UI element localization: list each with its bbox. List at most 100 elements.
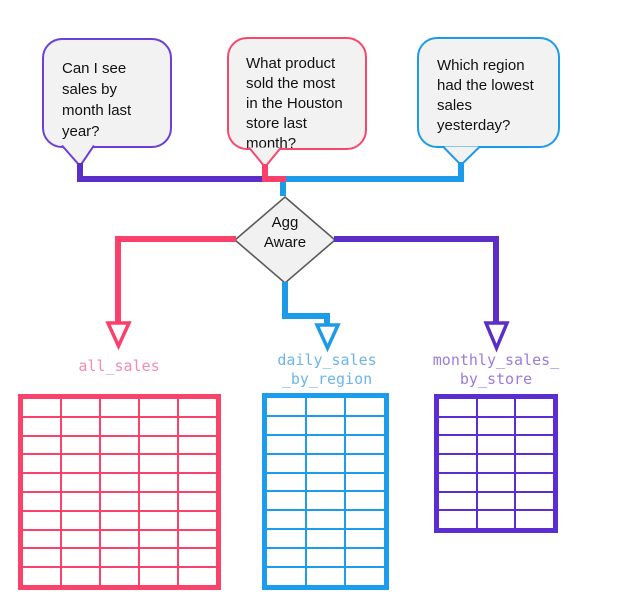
table-cell xyxy=(178,510,217,530)
table-cell xyxy=(305,491,346,511)
table-cell xyxy=(305,529,346,549)
table-cell xyxy=(305,567,346,586)
table-cell xyxy=(139,529,178,549)
table-label-monthly-sales-by-store: monthly_sales_ by_store xyxy=(432,351,560,388)
table-cell xyxy=(476,454,516,473)
table-cell xyxy=(61,548,100,568)
table-cell xyxy=(61,435,100,455)
table-cell xyxy=(345,434,385,454)
table-cell xyxy=(139,548,178,568)
table-cell xyxy=(515,510,554,529)
table-cell xyxy=(266,434,306,454)
table-cell xyxy=(266,491,306,511)
table-cell xyxy=(100,567,139,586)
table-cell xyxy=(345,472,385,492)
table-cell xyxy=(515,435,554,455)
table-cell xyxy=(61,398,100,417)
table-cell xyxy=(22,567,61,586)
table-cell xyxy=(476,398,516,417)
table-grid-monthly-sales-by-store xyxy=(434,394,558,533)
table-cell xyxy=(100,416,139,436)
connector-q1-to-diamond xyxy=(77,163,266,182)
table-cell xyxy=(22,416,61,436)
table-cell xyxy=(266,397,306,416)
table-cell xyxy=(22,510,61,530)
table-cell xyxy=(305,453,346,473)
table-cell xyxy=(178,398,217,417)
table-cell xyxy=(100,491,139,511)
table-cell xyxy=(22,435,61,455)
table-cell xyxy=(22,398,61,417)
speech-bubble-q1: Can I see sales by month last year? xyxy=(42,38,172,148)
table-cell xyxy=(305,472,346,492)
table-cell xyxy=(305,510,346,530)
speech-bubble-q2: What product sold the most in the Housto… xyxy=(227,37,367,152)
table-cell xyxy=(305,397,346,416)
table-cell xyxy=(61,510,100,530)
table-cell xyxy=(22,491,61,511)
table-cell xyxy=(61,529,100,549)
connector-diamond-to-all-sales xyxy=(115,236,236,322)
table-cell xyxy=(438,416,477,436)
table-cell xyxy=(345,397,385,416)
table-cell xyxy=(476,491,516,511)
table-cell xyxy=(345,510,385,530)
table-grid-all-sales xyxy=(18,394,221,590)
table-cell xyxy=(345,453,385,473)
table-cell xyxy=(100,454,139,474)
speech-bubble-q3: Which region had the lowest sales yester… xyxy=(417,37,560,148)
table-cell xyxy=(100,510,139,530)
table-cell xyxy=(178,491,217,511)
table-cell xyxy=(345,491,385,511)
table-cell xyxy=(438,398,477,417)
table-cell xyxy=(476,435,516,455)
table-cell xyxy=(178,473,217,492)
table-cell xyxy=(139,398,178,417)
table-cell xyxy=(100,529,139,549)
table-cell xyxy=(178,529,217,549)
table-cell xyxy=(266,472,306,492)
bubble-q2-text: What product sold the most in the Housto… xyxy=(246,55,343,152)
connector-q3-to-diamond xyxy=(280,162,464,196)
connector-diamond-to-monthly-sales xyxy=(334,236,499,322)
table-cell xyxy=(139,435,178,455)
table-cell xyxy=(438,454,477,473)
table-cell xyxy=(22,473,61,492)
table-cell xyxy=(266,510,306,530)
table-cell xyxy=(266,548,306,568)
arrowhead-daily-sales xyxy=(314,323,341,353)
table-cell xyxy=(515,454,554,473)
table-cell xyxy=(345,415,385,435)
table-cell xyxy=(266,453,306,473)
table-cell xyxy=(305,434,346,454)
table-cell xyxy=(266,415,306,435)
table-cell xyxy=(61,491,100,511)
table-cell xyxy=(305,415,346,435)
bubble-q3-text: Which region had the lowest sales yester… xyxy=(437,57,534,134)
table-cell xyxy=(61,416,100,436)
arrowhead-monthly-sales xyxy=(483,321,510,353)
table-cell xyxy=(515,472,554,492)
table-cell xyxy=(178,454,217,474)
table-cell xyxy=(178,567,217,586)
table-cell xyxy=(305,548,346,568)
table-cell xyxy=(438,472,477,492)
table-cell xyxy=(61,454,100,474)
table-cell xyxy=(22,454,61,474)
table-cell xyxy=(139,416,178,436)
table-cell xyxy=(61,473,100,492)
bubble-q1-tail xyxy=(61,144,95,168)
table-cell xyxy=(345,567,385,586)
table-cell xyxy=(515,491,554,511)
arrowhead-all-sales xyxy=(105,321,132,351)
table-cell xyxy=(139,473,178,492)
table-cell xyxy=(515,398,554,417)
bubble-q3-tail xyxy=(442,145,481,167)
bubble-q1-text: Can I see sales by month last year? xyxy=(62,60,132,140)
table-grid-daily-sales-by-region xyxy=(262,393,389,590)
table-cell xyxy=(438,510,477,529)
table-cell xyxy=(345,548,385,568)
decision-diamond-label: Agg Aware xyxy=(263,214,307,251)
table-cell xyxy=(178,416,217,436)
table-cell xyxy=(438,491,477,511)
